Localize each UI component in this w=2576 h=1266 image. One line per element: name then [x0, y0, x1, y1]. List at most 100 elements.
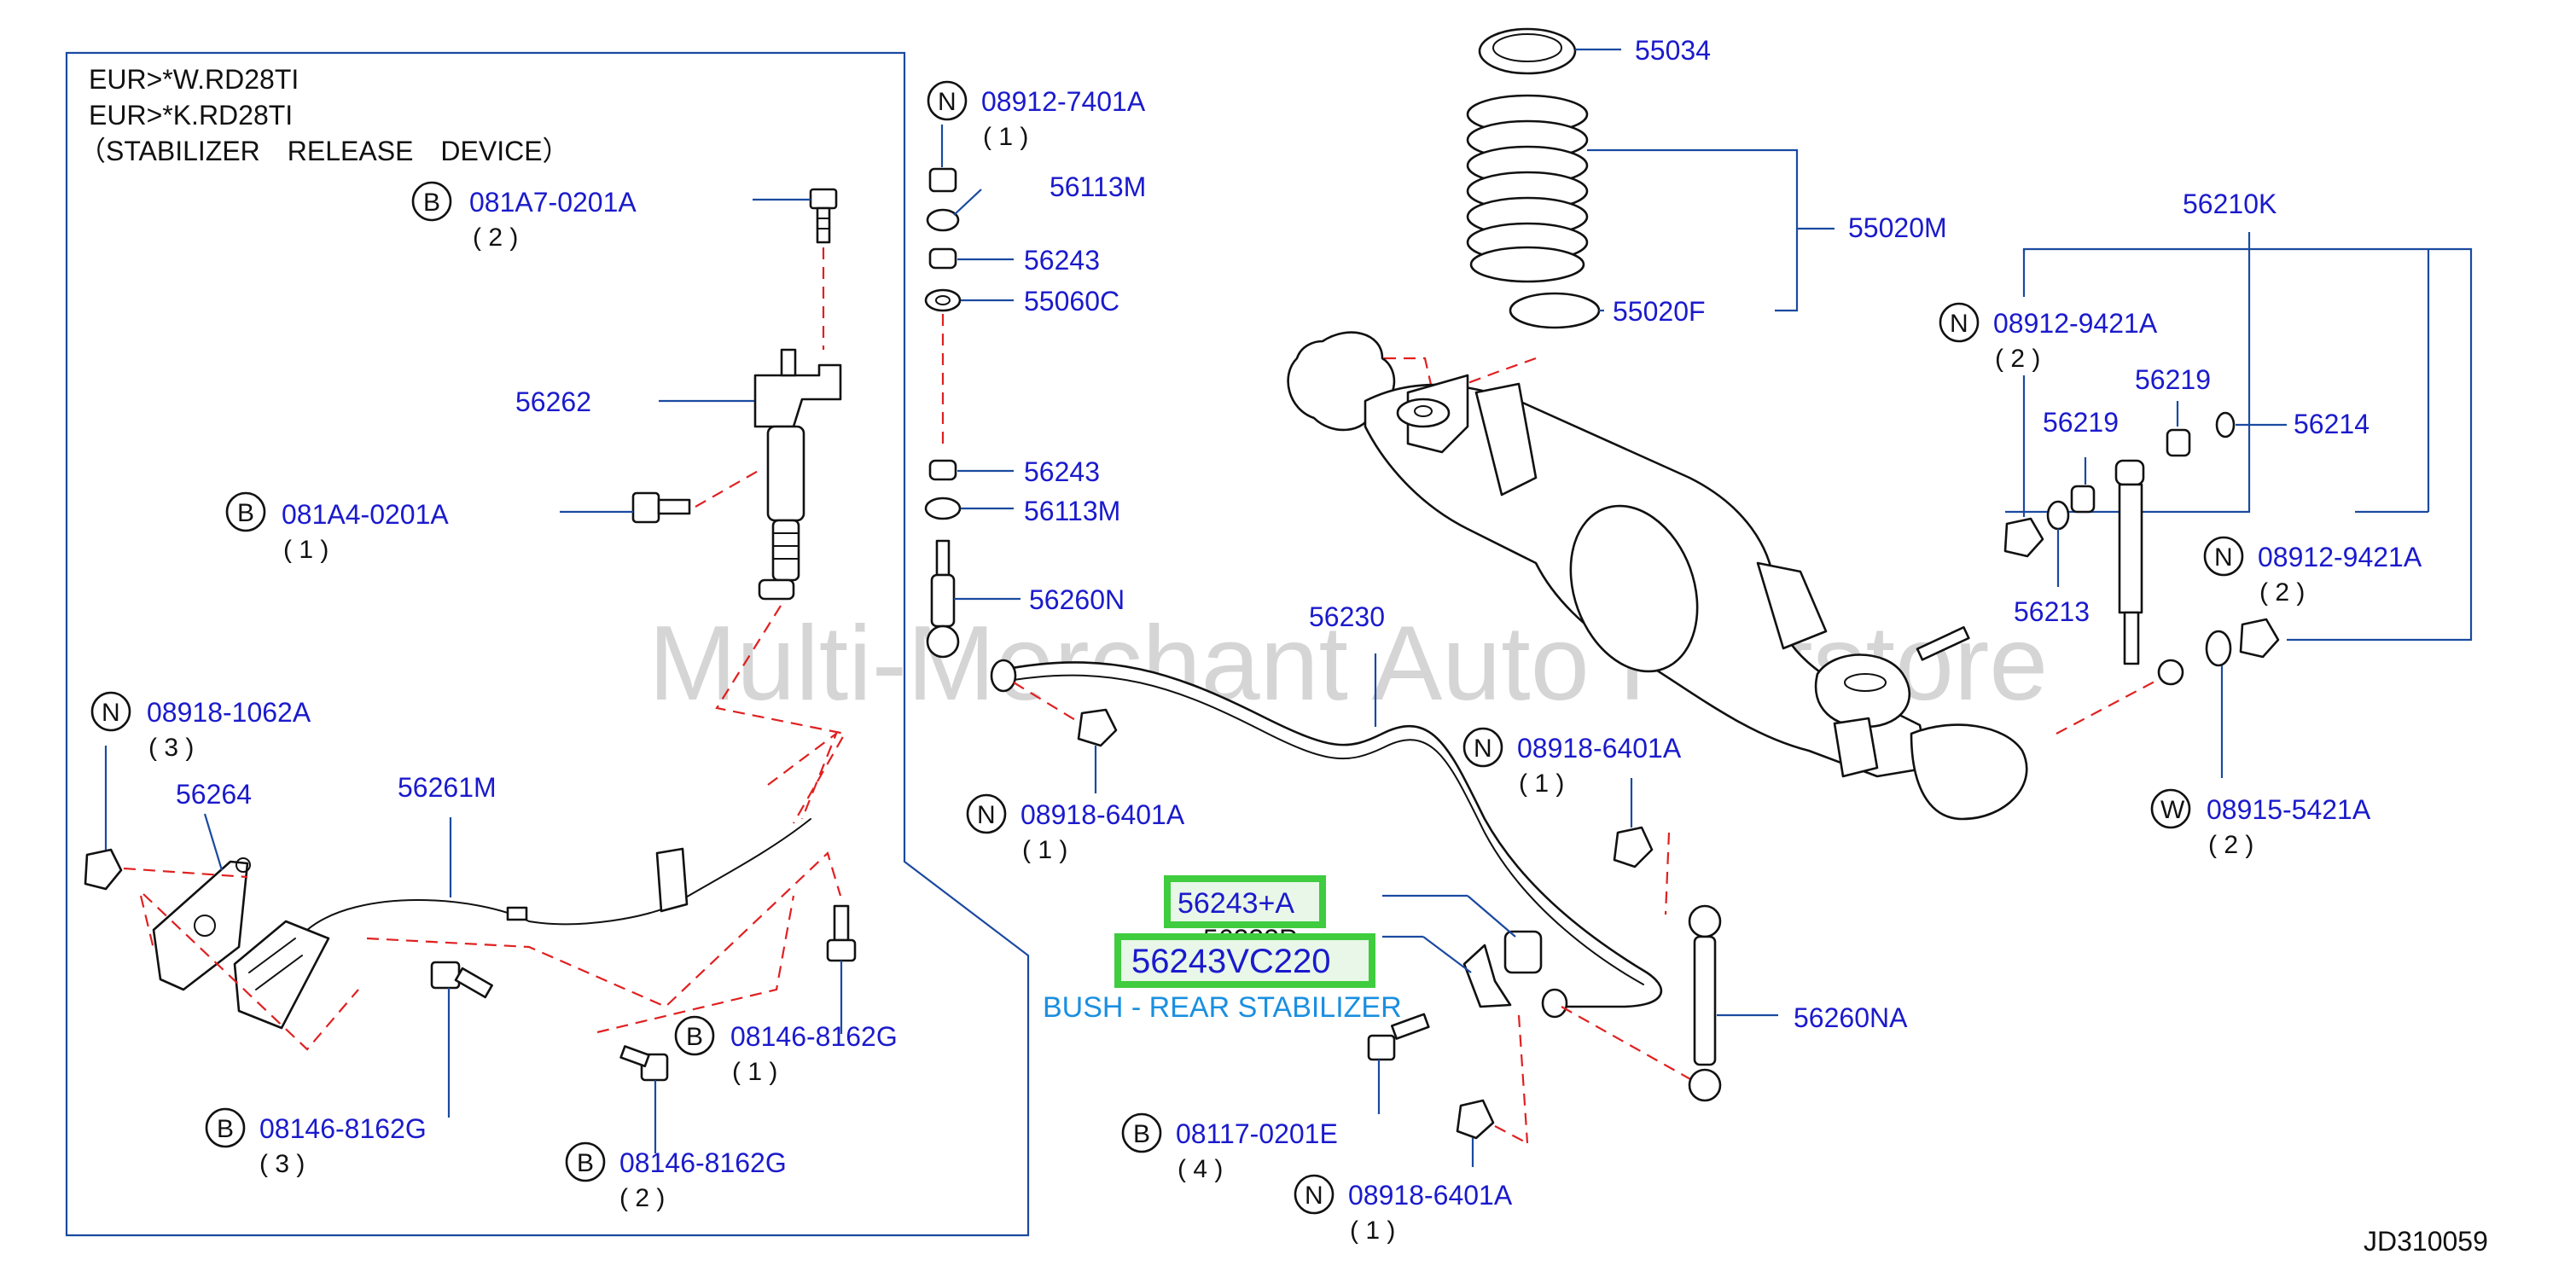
part-description: BUSH - REAR STABILIZER [1043, 991, 1402, 1024]
qty-08146-8162G-b: ( 3 ) [259, 1150, 305, 1178]
label-56261M[interactable]: 56261M [398, 772, 497, 803]
qty-08915-5421A: ( 2 ) [2208, 831, 2253, 859]
shock-absorber-56210K-icon [2114, 459, 2184, 686]
highlight-box-56243VC220[interactable] [1114, 933, 1375, 988]
label-56113M-b[interactable]: 56113M [1024, 496, 1120, 526]
qty-08918-1062A: ( 3 ) [148, 734, 194, 762]
label-56213[interactable]: 56213 [2014, 596, 2090, 627]
label-56214[interactable]: 56214 [2294, 409, 2370, 439]
label-56243-a[interactable]: 56243 [1024, 245, 1100, 276]
label-56219-b[interactable]: 56219 [2043, 407, 2119, 438]
washer-56113M-b-icon [924, 497, 962, 520]
label-08146-8162G-c[interactable]: 08146-8162G [619, 1147, 787, 1178]
label-08915-5421A[interactable]: 08915-5421A [2207, 794, 2371, 825]
highlight-text-56243-plus-a: 56243+A [1178, 887, 1294, 920]
label-08918-6401A-c[interactable]: 08918-6401A [1348, 1180, 1513, 1211]
qty-08912-9421A-a: ( 2 ) [1995, 345, 2040, 373]
qty-08918-6401A-a: ( 1 ) [1022, 836, 1067, 864]
highlight-text-56243VC220: 56243VC220 [1131, 943, 1331, 980]
label-56262[interactable]: 56262 [515, 386, 591, 417]
label-08912-7401A[interactable]: 08912-7401A [981, 86, 1146, 117]
qty-08918-6401A-b: ( 1 ) [1519, 769, 1564, 798]
qty-08918-6401A-c: ( 1 ) [1350, 1217, 1395, 1245]
qty-08912-7401A: ( 1 ) [983, 123, 1028, 151]
label-08117-0201E[interactable]: 08117-0201E [1176, 1118, 1338, 1149]
badge-n-08918-1062A-letter: N [102, 699, 120, 727]
link-56260N-icon [926, 539, 960, 659]
label-56243-b[interactable]: 56243 [1024, 456, 1100, 487]
label-08912-9421A-a[interactable]: 08912-9421A [1993, 308, 2158, 339]
badge-b-08146-b-icon [205, 1107, 246, 1148]
highlight-box-56243-plus-a[interactable] [1164, 875, 1326, 928]
badge-n-08918-6401A-c-letter: N [1305, 1182, 1323, 1210]
header-line-2: EUR>*K.RD28TI [89, 100, 293, 131]
label-56219-a[interactable]: 56219 [2135, 364, 2211, 395]
badge-n-08918-6401A-a-letter: N [977, 801, 996, 829]
label-08146-8162G-a[interactable]: 08146-8162G [730, 1021, 898, 1052]
label-08146-8162G-b[interactable]: 08146-8162G [259, 1113, 427, 1144]
badge-w-08915-5421A-letter: W [2160, 796, 2185, 824]
qty-08146-8162G-c: ( 2 ) [619, 1184, 665, 1212]
nut-08918-6401A-a-icon [1077, 708, 1118, 747]
qty-081A7-0201A: ( 2 ) [473, 224, 518, 252]
washer-08915-icon [2205, 630, 2232, 667]
label-08912-9421A-b[interactable]: 08912-9421A [2258, 542, 2422, 572]
badge-b-081A7-letter: B [423, 189, 440, 217]
label-56230[interactable]: 56230 [1309, 601, 1385, 632]
label-56210K[interactable]: 56210K [2183, 189, 2277, 219]
nut-08918-6401A-c-icon [1456, 1099, 1495, 1140]
bolt-08146-c-icon [619, 1045, 669, 1082]
qty-08912-9421A-b: ( 2 ) [2259, 578, 2305, 607]
badge-n-08918-1062A-icon [90, 691, 131, 732]
bracket-56264-icon [152, 857, 330, 1030]
qty-08117-0201E: ( 4 ) [1178, 1155, 1223, 1183]
badge-b-081A4-icon [225, 491, 266, 532]
bolt-08117-icon [1367, 1013, 1430, 1061]
label-55020M[interactable]: 55020M [1848, 212, 1947, 243]
washer-56113M-icon [926, 208, 960, 232]
badge-n-08912-7401A-letter: N [938, 88, 957, 116]
label-08918-6401A-b[interactable]: 08918-6401A [1517, 733, 1682, 764]
badge-b-08146-a-letter: B [686, 1023, 703, 1051]
badge-b-08146-c-icon [565, 1141, 606, 1182]
badge-n-08918-6401A-b-letter: N [1474, 735, 1492, 763]
badge-n-08912-9421A-a-letter: N [1950, 310, 1968, 338]
rubber-55020F-icon [1509, 292, 1601, 329]
washer-56214-icon [2215, 411, 2236, 438]
bolt-081A7-icon [809, 188, 838, 244]
label-56113M-a[interactable]: 56113M [1050, 171, 1146, 202]
bushing-56243-highlight-icon [1503, 930, 1543, 974]
bushing-56243-b-icon [928, 459, 957, 481]
bushing-end-a-icon [990, 659, 1017, 693]
nut-08912-9421A-a-icon [2003, 517, 2044, 558]
label-56264[interactable]: 56264 [176, 779, 252, 810]
badge-b-08117-icon [1121, 1112, 1162, 1153]
label-55034[interactable]: 55034 [1635, 35, 1711, 66]
seat-55034-icon [1478, 27, 1577, 75]
nut-08912-7401A-icon [928, 167, 957, 193]
label-56260NA[interactable]: 56260NA [1794, 1002, 1908, 1033]
label-08918-1062A[interactable]: 08918-1062A [147, 697, 311, 728]
link-56260NA-icon [1688, 904, 1722, 1102]
badge-n-08912-7401A-icon [927, 80, 968, 121]
bushing-56243-a-icon [928, 247, 957, 270]
label-081A4-0201A[interactable]: 081A4-0201A [282, 499, 449, 530]
label-55020F[interactable]: 55020F [1613, 296, 1706, 327]
axle-housing-icon [1287, 331, 2028, 821]
washer-55060C-icon [924, 288, 962, 312]
nut-08918-6401A-b-icon [1613, 826, 1654, 868]
qty-08146-8162G-a: ( 1 ) [732, 1058, 777, 1086]
label-08918-6401A-a[interactable]: 08918-6401A [1021, 799, 1185, 830]
actuator-56262-icon [753, 348, 842, 601]
badge-n-08918-6401A-a-icon [966, 793, 1007, 834]
badge-b-081A7-icon [411, 181, 452, 222]
label-56260N[interactable]: 56260N [1029, 584, 1125, 615]
header-line-3: （STABILIZER RELEASE DEVICE） [79, 136, 570, 166]
label-55060C[interactable]: 55060C [1024, 286, 1119, 316]
diagram-code: JD310059 [2364, 1226, 2488, 1257]
release-device-frame [65, 51, 1030, 1237]
badge-b-08146-a-icon [674, 1015, 715, 1056]
badge-n-08918-6401A-c-icon [1294, 1174, 1335, 1215]
label-081A7-0201A[interactable]: 081A7-0201A [469, 187, 637, 218]
